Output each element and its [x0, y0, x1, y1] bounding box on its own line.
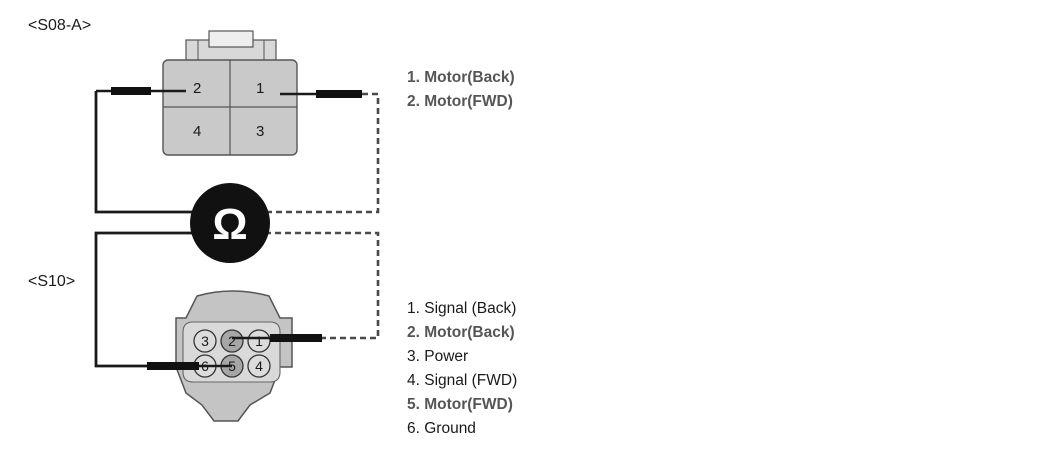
s08a-connector: 2 1 4 3	[162, 30, 298, 156]
s08a-probe-pin1	[280, 90, 362, 98]
s08a-pin-2: 2	[193, 80, 201, 97]
s08a-legend-item: 2. Motor(FWD)	[407, 93, 513, 110]
s10-legend-item: 6. Ground	[407, 420, 476, 437]
s08a-pin-1: 1	[256, 80, 264, 97]
s08a-legend-item: 1. Motor(Back)	[407, 69, 515, 86]
s08a-pin-4: 4	[193, 123, 201, 140]
s10-legend-item: 5. Motor(FWD)	[407, 396, 513, 413]
s08a-pin-3: 3	[256, 123, 264, 140]
s08a-legend: 1. Motor(Back) 2. Motor(FWD)	[407, 69, 515, 110]
s10-legend-item: 3. Power	[407, 348, 468, 365]
ohmmeter-icon: Ω	[190, 183, 270, 263]
s10-pin-1: 1	[255, 333, 263, 349]
wire-meter-to-s10	[94, 231, 195, 368]
wire-s08a-to-meter	[94, 91, 195, 214]
s10-pin-3: 3	[201, 333, 209, 349]
s10-probe-pin2	[232, 334, 322, 342]
s10-pin-2: 2	[228, 333, 236, 349]
s10-label: <S10>	[28, 273, 75, 290]
s08a-label: <S08-A>	[28, 17, 91, 34]
s10-legend: 1. Signal (Back) 2. Motor(Back) 3. Power 4.…	[407, 300, 517, 437]
s10-legend-item: 2. Motor(Back)	[407, 324, 515, 341]
s08a-latch-tab	[208, 30, 254, 48]
wire-s10-dashed	[265, 231, 380, 340]
ohm-symbol: Ω	[212, 200, 247, 249]
wire-s08a-dashed	[265, 92, 380, 214]
ohmmeter-body	[190, 183, 270, 263]
s10-legend-item: 4. Signal (FWD)	[407, 372, 517, 389]
s08a-probe-pin2	[96, 87, 186, 95]
s10-connector: 3 2 1 6 5 4	[175, 290, 293, 422]
s10-pin-4: 4	[255, 358, 263, 374]
s10-pin-5: 5	[228, 358, 236, 374]
s10-probe-pin5	[147, 362, 232, 370]
s10-legend-item: 1. Signal (Back)	[407, 300, 516, 317]
